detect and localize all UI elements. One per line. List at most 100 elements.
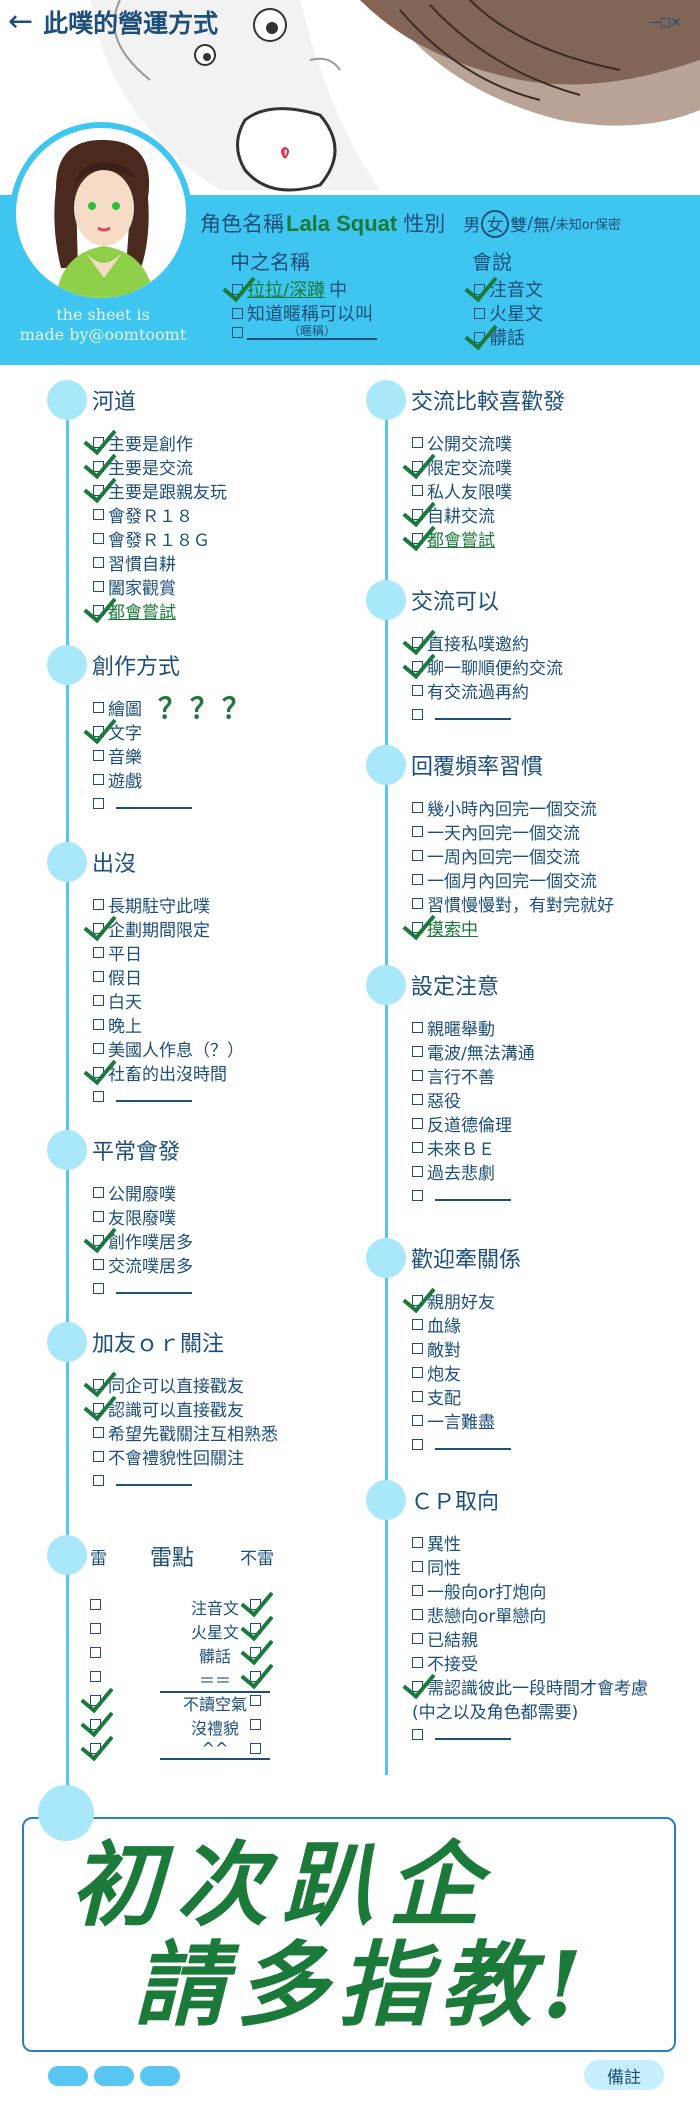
checkbox[interactable] bbox=[93, 970, 104, 982]
checklist-item[interactable] bbox=[93, 1468, 278, 1492]
checklist-item[interactable]: 言行不善 bbox=[412, 1063, 535, 1088]
checklist-item[interactable]: 公開交流噗 bbox=[412, 430, 512, 455]
checkbox[interactable] bbox=[93, 1426, 104, 1438]
checklist-item[interactable]: 繪圖？？？ bbox=[93, 692, 254, 725]
checkbox[interactable] bbox=[93, 701, 104, 713]
checklist-item[interactable]: 白天 bbox=[93, 988, 244, 1013]
checkbox[interactable] bbox=[93, 1210, 104, 1222]
mine-checkbox[interactable] bbox=[90, 1599, 101, 1610]
checklist-item[interactable]: 都會嘗試 bbox=[93, 598, 227, 623]
checklist-item[interactable]: 有交流過再約 bbox=[412, 678, 563, 703]
checklist-item[interactable]: 希望先戳關注互相熟悉 bbox=[93, 1420, 278, 1445]
footer-pill-3[interactable] bbox=[140, 2066, 180, 2086]
checkbox[interactable] bbox=[412, 436, 423, 448]
checklist-item[interactable]: 自耕交流 bbox=[412, 502, 512, 527]
checkbox[interactable] bbox=[412, 801, 423, 813]
checklist-item[interactable]: 限定交流噗 bbox=[412, 454, 512, 479]
checkbox[interactable] bbox=[412, 849, 423, 861]
not-mine-checkbox[interactable] bbox=[250, 1743, 261, 1754]
checklist-item[interactable]: 惡役 bbox=[412, 1087, 535, 1112]
checkbox[interactable] bbox=[412, 660, 423, 672]
checklist-item[interactable]: 過去悲劇 bbox=[412, 1159, 535, 1184]
checklist-item[interactable] bbox=[412, 702, 563, 726]
checkbox[interactable] bbox=[93, 749, 104, 761]
checklist-item[interactable]: 不會禮貌性回關注 bbox=[93, 1444, 278, 1469]
checklist-item[interactable]: 聊一聊順便約交流 bbox=[412, 654, 563, 679]
checklist-item[interactable]: 文字 bbox=[93, 719, 254, 744]
checkbox[interactable] bbox=[412, 897, 423, 909]
checkbox[interactable] bbox=[93, 1282, 104, 1294]
checkbox[interactable] bbox=[474, 331, 485, 343]
mine-checkbox[interactable] bbox=[90, 1743, 101, 1754]
checkbox[interactable] bbox=[93, 797, 104, 809]
checklist-item[interactable]: 敵對 bbox=[412, 1336, 511, 1361]
checkbox[interactable] bbox=[412, 1680, 423, 1692]
checkbox[interactable] bbox=[412, 1536, 423, 1548]
checklist-item[interactable]: 主要是交流 bbox=[93, 454, 227, 479]
checkbox[interactable] bbox=[412, 1366, 423, 1378]
checkbox[interactable] bbox=[93, 460, 104, 472]
checkbox[interactable] bbox=[412, 684, 423, 696]
checkbox[interactable] bbox=[412, 825, 423, 837]
checklist-item[interactable]: 習慣自耕 bbox=[93, 550, 227, 575]
checklist-item[interactable]: 晚上 bbox=[93, 1012, 244, 1037]
mine-checkbox[interactable] bbox=[90, 1671, 101, 1682]
checklist-item[interactable]: 支配 bbox=[412, 1384, 511, 1409]
checklist-item[interactable]: 平日 bbox=[93, 940, 244, 965]
checkbox[interactable] bbox=[93, 994, 104, 1006]
checklist-item[interactable]: 長期駐守此噗 bbox=[93, 892, 244, 917]
not-mine-checkbox[interactable] bbox=[250, 1719, 261, 1730]
checklist-item[interactable]: (中之以及角色都需要) bbox=[412, 1698, 648, 1723]
checkbox[interactable] bbox=[93, 508, 104, 520]
checkbox[interactable] bbox=[412, 1117, 423, 1129]
not-mine-checkbox[interactable] bbox=[250, 1599, 261, 1610]
checklist-item[interactable]: 私人友限噗 bbox=[412, 478, 512, 503]
checkbox[interactable] bbox=[93, 532, 104, 544]
checklist-item[interactable]: 主要是創作 bbox=[93, 430, 227, 455]
checklist-item[interactable]: 同性 bbox=[412, 1554, 648, 1579]
checklist-item[interactable]: 電波/無法溝通 bbox=[412, 1039, 535, 1064]
not-mine-checkbox[interactable] bbox=[250, 1647, 261, 1658]
checkbox[interactable] bbox=[412, 1045, 423, 1057]
checkbox[interactable] bbox=[93, 1042, 104, 1054]
checklist-item[interactable]: 認識可以直接戳友 bbox=[93, 1396, 278, 1421]
mine-checkbox[interactable] bbox=[90, 1719, 101, 1730]
checklist-item[interactable]: 親暱舉動 bbox=[412, 1015, 535, 1040]
checklist-item[interactable] bbox=[412, 1722, 648, 1746]
checkbox[interactable] bbox=[93, 436, 104, 448]
checkbox[interactable] bbox=[93, 773, 104, 785]
checkbox[interactable] bbox=[412, 1632, 423, 1644]
checklist-item[interactable]: 未來ＢＥ bbox=[412, 1135, 535, 1160]
nickname-option-2[interactable]: 知道暱稱可以叫 bbox=[232, 300, 373, 326]
checkbox[interactable] bbox=[412, 1728, 423, 1740]
speak-option-3[interactable]: 髒話 bbox=[474, 324, 525, 350]
mine-checkbox[interactable] bbox=[90, 1647, 101, 1658]
checklist-item[interactable]: 友限廢噗 bbox=[93, 1204, 193, 1229]
checkbox[interactable] bbox=[232, 307, 243, 319]
checkbox[interactable] bbox=[474, 283, 485, 295]
checkbox[interactable] bbox=[93, 898, 104, 910]
checklist-item[interactable]: 一周內回完一個交流 bbox=[412, 843, 614, 868]
checkbox[interactable] bbox=[412, 1318, 423, 1330]
mine-checkbox[interactable] bbox=[90, 1695, 101, 1706]
checkbox[interactable] bbox=[93, 484, 104, 496]
checkbox[interactable] bbox=[93, 556, 104, 568]
checkbox[interactable] bbox=[93, 946, 104, 958]
nickname-option-3[interactable]: （暱稱） bbox=[232, 324, 377, 340]
checklist-item[interactable] bbox=[93, 1276, 193, 1300]
mine-checkbox[interactable] bbox=[90, 1623, 101, 1634]
checkbox[interactable] bbox=[93, 604, 104, 616]
checklist-item[interactable]: 會發Ｒ１８Ｇ bbox=[93, 526, 227, 551]
checkbox[interactable] bbox=[232, 326, 243, 338]
checklist-item[interactable]: 主要是跟親友玩 bbox=[93, 478, 227, 503]
checkbox[interactable] bbox=[412, 1342, 423, 1354]
checkbox[interactable] bbox=[93, 1402, 104, 1414]
checklist-item[interactable]: 公開廢噗 bbox=[93, 1180, 193, 1205]
checklist-item[interactable]: 美國人作息（？） bbox=[93, 1036, 244, 1061]
checkbox[interactable] bbox=[412, 484, 423, 496]
checkbox[interactable] bbox=[232, 283, 243, 295]
gender-both[interactable]: 雙 bbox=[510, 216, 528, 236]
checklist-item[interactable]: 企劃期間限定 bbox=[93, 916, 244, 941]
checkbox[interactable] bbox=[412, 1141, 423, 1153]
checkbox[interactable] bbox=[93, 580, 104, 592]
